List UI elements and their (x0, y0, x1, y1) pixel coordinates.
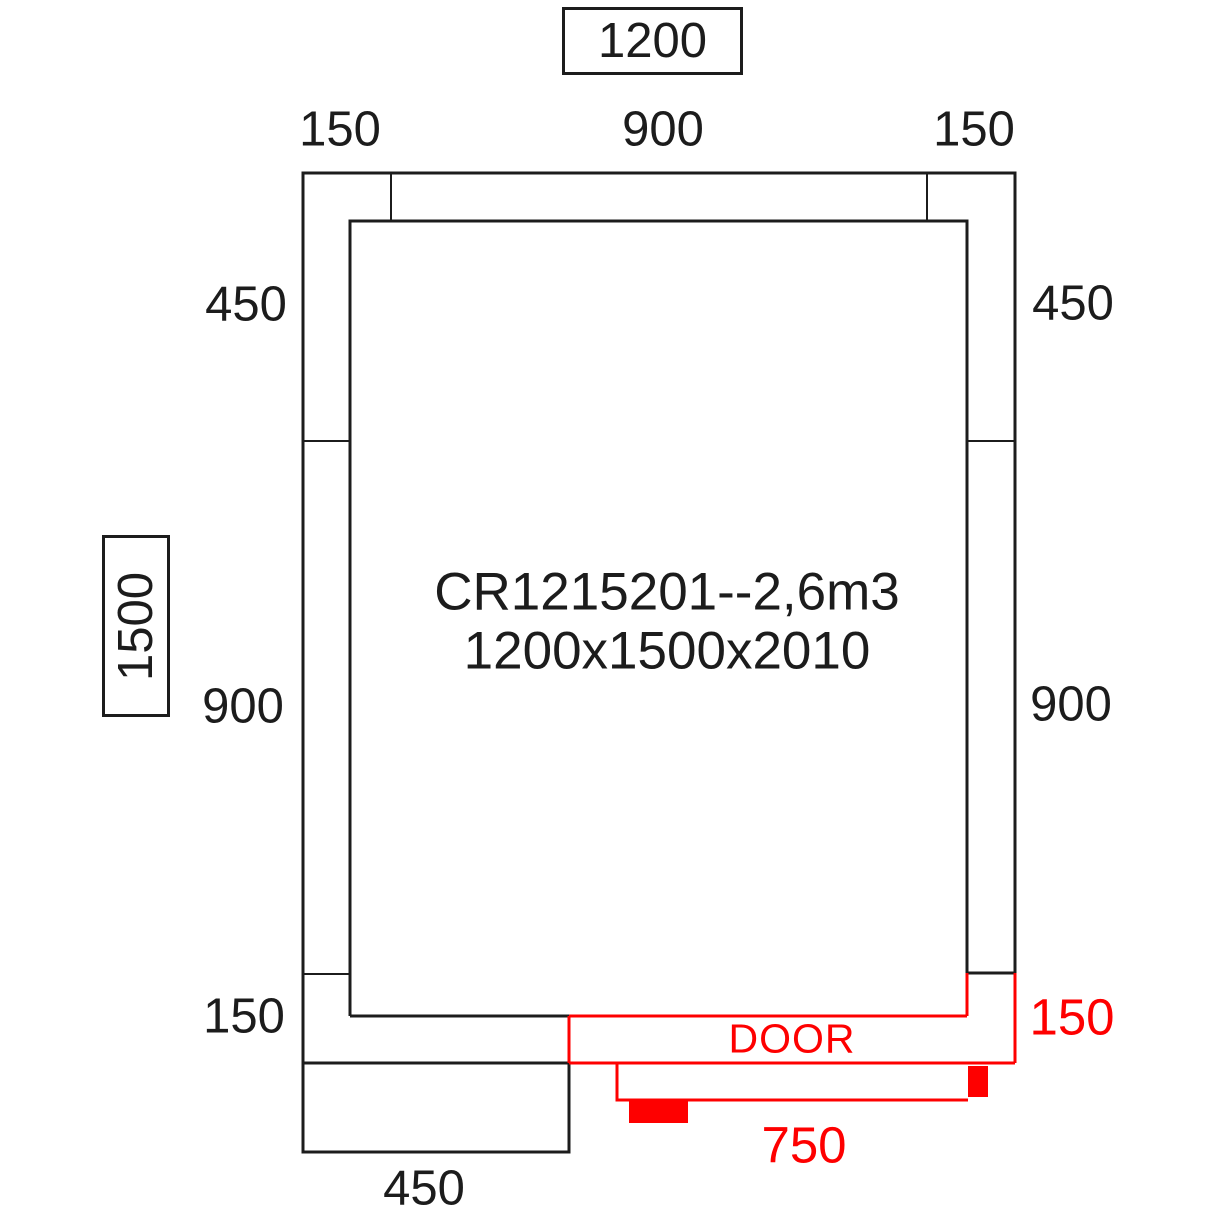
overall-depth-value: 1500 (108, 571, 163, 681)
dim-door-side-clearance: 150 (1029, 988, 1115, 1046)
dim-top-left-panel: 150 (299, 102, 381, 157)
door-label: DOOR (728, 1015, 856, 1062)
dim-bottom-extension: 450 (383, 1161, 465, 1214)
dim-right-middle-panel: 900 (1030, 677, 1112, 732)
room-model-code: CR1215201--2,6m3 (434, 562, 900, 622)
room-dimensions-text: 1200x1500x2010 (463, 621, 871, 681)
wall-outer-outline (301, 171, 1017, 1063)
dim-door-width: 750 (761, 1116, 847, 1174)
dim-left-top-panel: 450 (205, 277, 287, 332)
dim-right-top-panel: 450 (1032, 276, 1114, 331)
door-leaf-outline (615, 1063, 968, 1102)
dim-top-right-panel: 150 (933, 102, 1015, 157)
overall-width-value: 1200 (597, 13, 707, 68)
dim-left-bottom-panel: 150 (203, 989, 285, 1044)
room-inner-outline (348, 219, 969, 1016)
bottom-extension-panel (301, 1061, 571, 1154)
overall-width-box: 1200 (562, 7, 743, 75)
dim-left-middle-panel: 900 (202, 679, 284, 734)
overall-depth-box: 1500 (102, 535, 170, 717)
dim-top-middle-panel: 900 (622, 102, 704, 157)
door-handle-block (629, 1101, 688, 1123)
door-hinge-block (968, 1066, 988, 1097)
